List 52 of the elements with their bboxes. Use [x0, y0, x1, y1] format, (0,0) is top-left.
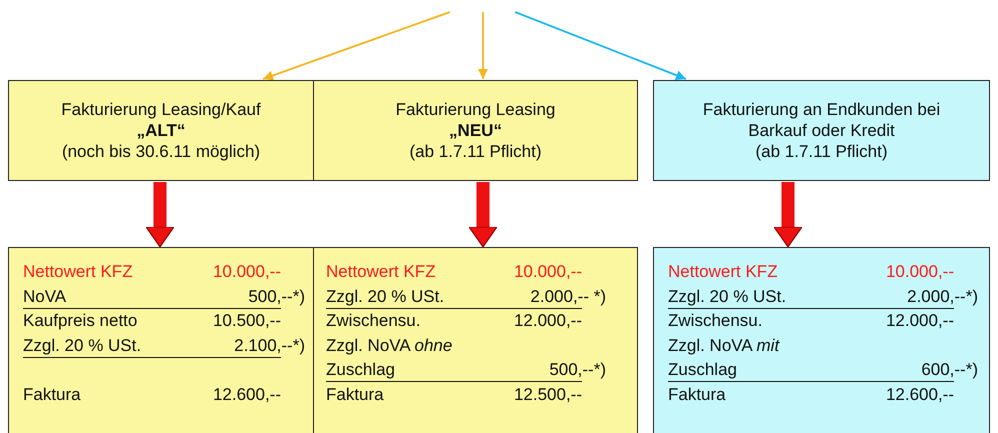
arrow	[262, 11, 450, 80]
amount-value: 500,--*)	[248, 286, 305, 308]
line-item-label: Nettowert KFZ	[668, 261, 778, 283]
box-text: „NEU“	[449, 120, 502, 141]
line-item-label: Zzgl. 20 % USt.	[668, 286, 786, 308]
amount-value: 2.000,-- *)	[530, 286, 606, 308]
line-item-label: Nettowert KFZ	[23, 261, 133, 283]
line-item-label: NoVA	[23, 286, 66, 308]
box-text: (ab 1.7.11 Pflicht)	[756, 141, 888, 162]
amount-value: 12.500,--	[514, 384, 582, 406]
category-box	[653, 80, 990, 181]
amount-value: 10.000,--	[886, 261, 954, 283]
line-item-label: Zzgl. 20 % USt.	[23, 334, 142, 356]
block-arrow	[146, 182, 174, 248]
box-heading: Fakturierung Leasing/Kauf	[61, 99, 261, 120]
category-box	[8, 80, 314, 181]
calculation-box	[313, 247, 638, 433]
line-item-label: Zzgl. NoVA ohne	[326, 334, 452, 356]
line-item-label: Nettowert KFZ	[326, 261, 436, 283]
amount-value: 2.000,--*)	[907, 286, 978, 308]
amount-value: 12.600,--	[886, 384, 954, 406]
amount-value: 12.000,--	[514, 310, 582, 332]
box-heading: Fakturierung an Endkunden bei Barkauf oder Kredit	[702, 99, 942, 141]
amount-value: 10.500,--	[212, 310, 281, 332]
line-item-label: Zwischensu.	[326, 310, 420, 332]
arrow	[514, 11, 686, 80]
amount-value: 600,--*)	[921, 359, 978, 381]
line-item-label: Zuschlag	[326, 359, 395, 381]
amount-value: 12.000,--	[886, 310, 954, 332]
line-item-label: Zzgl. 20 % USt.	[326, 286, 444, 308]
calculation-box	[653, 247, 990, 433]
line-item-label: Faktura	[23, 384, 81, 406]
block-arrow	[774, 182, 802, 248]
line-item-label: Kaufpreis netto	[23, 310, 138, 332]
amount-value: 10.000,--	[514, 261, 582, 283]
box-text: (ab 1.7.11 Pflicht)	[410, 141, 542, 162]
box-text: „ALT“	[136, 120, 186, 141]
arrow	[478, 12, 488, 79]
calculation-box	[8, 247, 314, 433]
amount-value: 500,--*)	[549, 359, 606, 381]
box-text: (noch bis 30.6.11 möglich)	[62, 141, 260, 162]
line-item-label: Zzgl. NoVA mit	[668, 334, 780, 356]
block-arrow	[468, 182, 498, 248]
box-heading: Fakturierung Leasing	[396, 99, 556, 120]
line-item-label: Faktura	[326, 384, 384, 406]
line-item-label: Zuschlag	[668, 359, 737, 381]
amount-value: 10.000,--	[212, 261, 281, 283]
amount-value: 2.100,--*)	[234, 334, 305, 356]
line-item-label: Faktura	[668, 384, 726, 406]
line-item-label: Zwischensu.	[668, 310, 762, 332]
category-box	[313, 80, 638, 181]
amount-value: 12.600,--	[212, 384, 281, 406]
